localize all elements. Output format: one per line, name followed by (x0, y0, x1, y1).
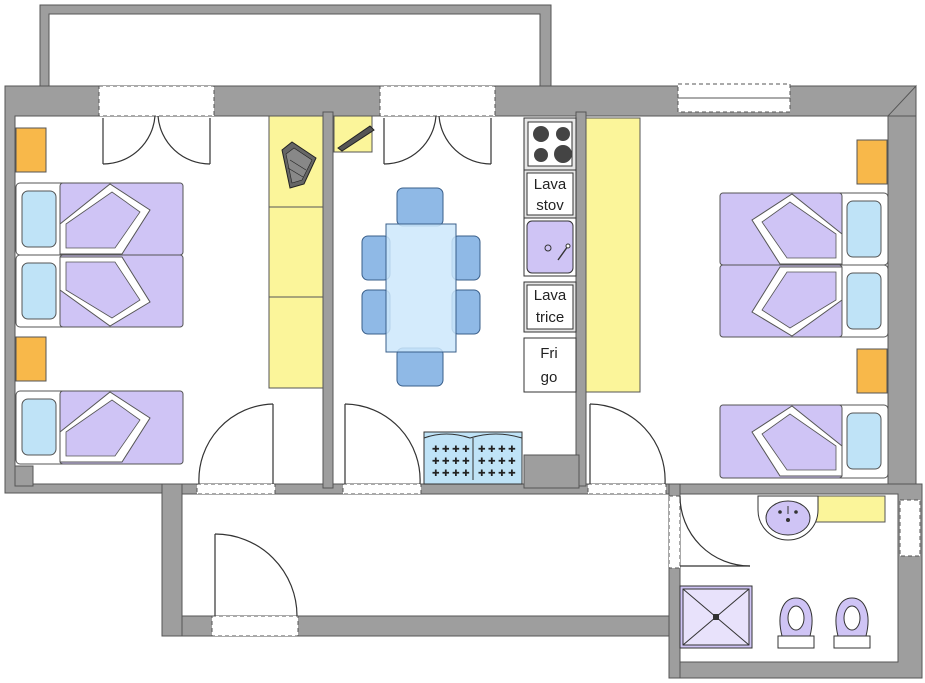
fridge-label-2: go (541, 369, 558, 386)
bidet (833, 597, 871, 649)
bathroom (679, 495, 886, 649)
nightstand (15, 336, 47, 382)
chair (396, 347, 444, 387)
ironing-icon (337, 125, 375, 152)
fridge-label-1: Fri (540, 345, 558, 362)
pillow (846, 200, 882, 258)
bath-partition-wall (668, 483, 681, 679)
svg-text:✚ ✚ ✚ ✚: ✚ ✚ ✚ ✚ (478, 456, 516, 466)
doors (102, 115, 751, 617)
washing-machine-label-2: trice (536, 309, 564, 326)
toilet (777, 597, 815, 649)
corridor-left-wall (161, 483, 183, 637)
dishwasher: Lava stov (523, 169, 577, 219)
bed (719, 192, 889, 266)
window-bathroom[interactable] (899, 499, 921, 557)
door-bathroom[interactable] (679, 495, 751, 567)
kitchen: ✚ ✚ ✚ ✚ ✚ ✚ ✚ ✚ ✚ ✚ ✚ ✚ ✚ ✚ ✚ ✚ ✚ ✚ ✚ ✚ … (333, 115, 577, 485)
svg-text:✚ ✚ ✚ ✚: ✚ ✚ ✚ ✚ (432, 456, 470, 466)
svg-text:✚ ✚ ✚ ✚: ✚ ✚ ✚ ✚ (432, 468, 470, 478)
nightstand (856, 348, 888, 394)
window-kitchen[interactable] (379, 85, 496, 117)
partition-wall-kitchen (575, 111, 587, 487)
chair (396, 187, 444, 227)
sofa: ✚ ✚ ✚ ✚ ✚ ✚ ✚ ✚ ✚ ✚ ✚ ✚ ✚ ✚ ✚ ✚ ✚ ✚ ✚ ✚ … (423, 431, 523, 485)
kitchen-back-wall (523, 454, 580, 489)
door-kitchen[interactable] (344, 403, 421, 485)
dishwasher-label-1: Lava (534, 176, 567, 193)
balcony-door-kitchen[interactable] (383, 115, 492, 165)
bathroom-shelf (814, 495, 886, 523)
door-gap-right-room (587, 483, 667, 495)
walls (4, 4, 923, 679)
nightstand (856, 139, 888, 185)
fridge: Fri go (523, 337, 577, 393)
left-bedroom (15, 115, 324, 465)
door-gap-kitchen (342, 483, 422, 495)
pillow (846, 412, 882, 470)
dishwasher-label-2: stov (536, 197, 564, 214)
bed (15, 254, 184, 328)
bed (719, 264, 889, 338)
openings (98, 83, 921, 637)
stove (523, 117, 577, 171)
heater-icon (281, 141, 317, 189)
washbasin (757, 495, 819, 541)
washing-machine-label-1: Lava (534, 287, 567, 304)
nightstand (15, 127, 47, 173)
svg-text:✚ ✚ ✚ ✚: ✚ ✚ ✚ ✚ (478, 444, 516, 454)
sink (523, 217, 577, 277)
bed (719, 404, 889, 479)
table-top (385, 223, 457, 353)
door-gap-left-room (196, 483, 276, 495)
pillow (21, 190, 57, 248)
door-left-room[interactable] (198, 403, 274, 485)
door-gap-bathroom (668, 495, 681, 569)
pillow (846, 272, 882, 330)
svg-text:✚ ✚ ✚ ✚: ✚ ✚ ✚ ✚ (432, 444, 470, 454)
window-left[interactable] (98, 85, 215, 117)
left-room-notch (14, 465, 34, 487)
svg-text:✚ ✚ ✚ ✚: ✚ ✚ ✚ ✚ (478, 468, 516, 478)
partition-wall-left (322, 111, 334, 489)
bed (15, 390, 184, 465)
pillow (21, 262, 57, 320)
wardrobe (585, 117, 641, 393)
right-bedroom (585, 117, 889, 479)
balcony-door-left[interactable] (102, 115, 211, 165)
bed (15, 182, 184, 256)
balcony-wall (39, 4, 552, 89)
pillow (21, 398, 57, 456)
door-right-room[interactable] (589, 403, 666, 485)
dining-table (361, 187, 481, 387)
shower (679, 585, 753, 649)
door-gap-entrance (211, 615, 299, 637)
washing-machine: Lava trice (523, 281, 577, 333)
door-entrance[interactable] (214, 533, 298, 617)
right-chamfer (886, 84, 917, 117)
